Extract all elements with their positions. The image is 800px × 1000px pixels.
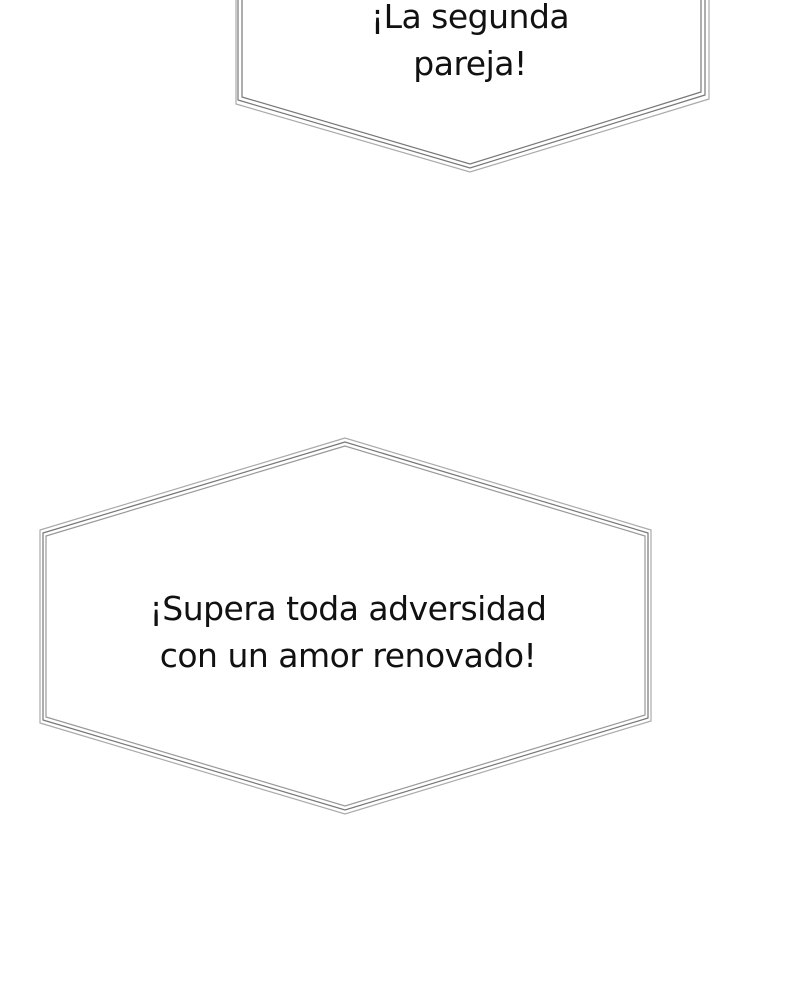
speech-bubble-2-text: ¡Supera toda adversidad con un amor reno… bbox=[60, 585, 636, 679]
speech-bubble-1-text: ¡La segunda pareja! bbox=[270, 0, 670, 87]
bubble-1-line-1: ¡La segunda bbox=[370, 0, 570, 36]
bubble-2-line-1: ¡Supera toda adversidad bbox=[149, 589, 547, 628]
bubble-2-border bbox=[39, 437, 652, 815]
bubble-1-border bbox=[235, 0, 710, 173]
bubble-2-line-2: con un amor renovado! bbox=[159, 636, 537, 675]
bubble-1-line-2: pareja! bbox=[413, 44, 527, 83]
